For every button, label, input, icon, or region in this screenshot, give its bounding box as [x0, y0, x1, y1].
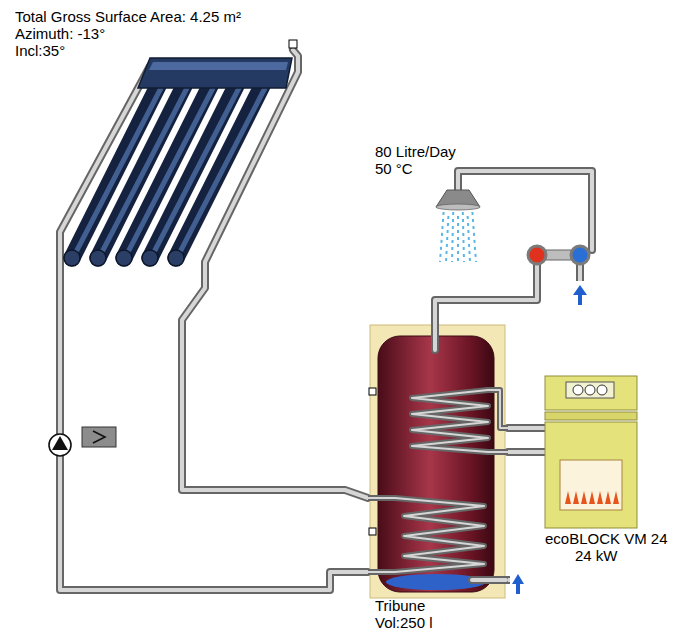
water-spray	[468, 216, 470, 262]
pipe-outline	[472, 576, 506, 584]
boiler-body	[545, 422, 637, 528]
pipe-connector	[435, 268, 537, 322]
hot-valve	[528, 246, 546, 264]
water-spray	[446, 216, 448, 262]
pipe-core	[508, 450, 540, 454]
pipe-outline	[508, 448, 540, 456]
sensor-square	[369, 528, 376, 535]
tube-cap	[90, 250, 106, 266]
flame	[589, 491, 595, 504]
tube-cap	[142, 250, 158, 266]
flame	[573, 491, 579, 504]
flame-window	[560, 460, 622, 510]
tube-cap	[168, 250, 184, 266]
water-spray	[472, 212, 476, 262]
flame	[605, 491, 611, 504]
boiler-band	[545, 412, 637, 420]
pipe-outline	[431, 322, 439, 350]
pipe-outline	[576, 264, 584, 281]
pump-triangle	[52, 436, 68, 450]
flame	[613, 491, 619, 504]
storage-tank: TribuneVol:250 l	[368, 322, 508, 635]
cold-pipe	[580, 264, 581, 281]
tube-highlight	[179, 88, 265, 254]
tube-cap	[64, 250, 80, 266]
dial	[597, 385, 607, 395]
dial	[573, 385, 583, 395]
arrow-shaft	[516, 583, 520, 594]
pipe-connector	[508, 428, 540, 429]
node-sublabel: Incl:35°	[15, 42, 65, 59]
node-sublabel: Vol:250 l	[375, 614, 433, 631]
pipe-outline	[435, 268, 537, 322]
node-label: ecoBLOCK VM 24	[545, 530, 668, 547]
pump-symbol	[49, 434, 71, 456]
flame	[597, 491, 603, 504]
flame	[565, 491, 571, 504]
shower-outlet: 80 Litre/Day50 °C	[372, 140, 600, 268]
arrow-shaft	[578, 294, 582, 305]
pipe-core	[368, 498, 484, 572]
node-sublabel: 50 °C	[375, 160, 413, 177]
pump-body	[49, 434, 71, 456]
boiler-drawing	[540, 372, 640, 532]
pipe-core	[472, 578, 506, 582]
sensor-square	[369, 388, 376, 395]
pipe-outline	[508, 424, 540, 432]
shower-rose	[436, 204, 480, 210]
pipe-outline	[182, 280, 368, 498]
pipe-core	[433, 322, 437, 350]
dial-panel	[566, 382, 614, 398]
pipe-connector	[182, 280, 368, 498]
node-label: 80 Litre/Day	[375, 143, 456, 160]
manifold-highlight	[149, 62, 288, 70]
flame	[581, 491, 587, 504]
pipe-connector	[60, 280, 368, 590]
pipe-outline	[60, 280, 368, 590]
pipe-outline	[458, 171, 592, 250]
controller-glyph	[93, 431, 105, 443]
water-spray	[452, 212, 453, 262]
cold-inlet-arrow	[573, 285, 587, 305]
water-spray	[457, 216, 459, 262]
arrow-head	[512, 574, 524, 584]
node-sublabel: 24 kW	[575, 547, 618, 564]
pipe-core	[435, 268, 537, 322]
pipe-core	[458, 171, 592, 250]
pipe-outline	[368, 498, 484, 572]
node-label: Total Gross Surface Area: 4.25 m²	[15, 8, 241, 25]
storage-tank-drawing	[368, 322, 508, 600]
pipe-connector	[508, 452, 540, 453]
controller-box	[82, 427, 116, 447]
cold-valve	[571, 246, 589, 264]
pipe-core	[182, 280, 368, 498]
dial	[585, 385, 595, 395]
water-spray	[440, 212, 444, 262]
pipe-core	[412, 390, 508, 452]
pipe-core	[508, 426, 540, 430]
solar-collector: Total Gross Surface Area: 4.25 m²Azimuth…	[10, 5, 305, 280]
boiler: ecoBLOCK VM 2424 kW	[540, 372, 690, 567]
controller-symbol	[82, 427, 116, 447]
manifold	[138, 58, 292, 88]
water-spray	[463, 212, 464, 262]
tube-cap	[116, 250, 132, 266]
control-unit	[545, 376, 637, 410]
arrow-head	[573, 285, 587, 295]
sensor-square	[289, 40, 297, 48]
pipe-core	[60, 280, 368, 590]
node-sublabel: Azimuth: -13°	[15, 25, 105, 42]
pipe-outline	[412, 390, 508, 452]
node-label: Tribune	[375, 597, 425, 614]
pipe-core	[578, 264, 582, 281]
